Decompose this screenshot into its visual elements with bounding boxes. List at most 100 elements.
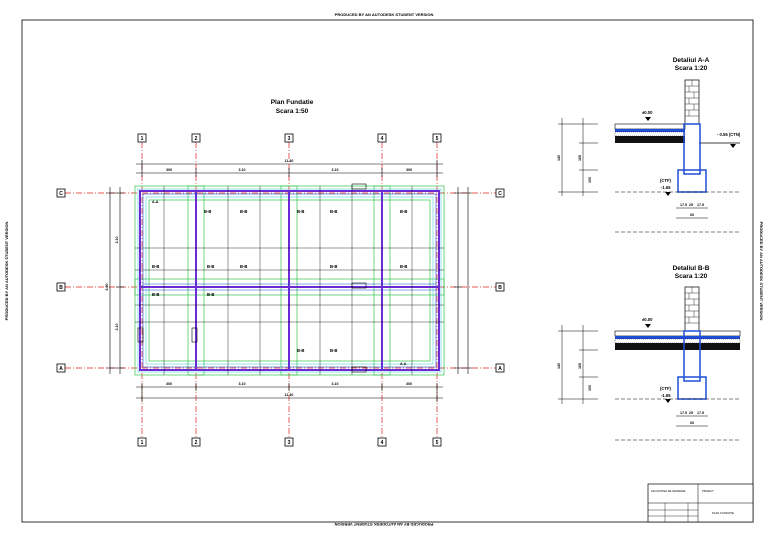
row-axis-markers-left: C B A: [56, 188, 66, 373]
axis-a-left: A: [59, 366, 63, 372]
detail-b-b-scale: Scara 1:20: [675, 273, 708, 280]
level-ctf: (CTF): [660, 178, 672, 183]
watermark-top: PRODUCED BY AN AUTODESK STUDENT VERSION: [335, 12, 434, 17]
axis-1-top: 1: [141, 136, 144, 142]
section-label: B-B: [330, 348, 337, 353]
row-axis-lines: [65, 192, 496, 369]
base-dim-a-total: 60: [690, 213, 694, 217]
level-ctf-value: -1.65: [661, 393, 671, 398]
watermark-right: PRODUCED BY AN AUTODESK STUDENT VERSION: [759, 222, 764, 321]
title-block-project: PROIECT: [702, 489, 714, 493]
sheet-border: [21, 19, 754, 523]
brick-wall: [684, 286, 700, 332]
foundation-wall: [683, 330, 701, 382]
title-block-university: FACULTATEA DE INGINERIE: [651, 489, 686, 493]
base-dim-a-1: 17.5: [680, 203, 687, 207]
dim-bottom-1: 300: [166, 382, 172, 386]
level-top: ±0.00: [642, 110, 653, 115]
dim-top-2: 3.10: [239, 168, 246, 172]
section-label: B-B: [400, 264, 407, 269]
dim-b-1: 140: [557, 363, 561, 369]
section-label: B-B: [207, 292, 214, 297]
level-ctn: - 0.55 (CTN): [717, 132, 741, 137]
wall-inner-lines: [142, 193, 437, 368]
section-label: B-B: [240, 264, 247, 269]
concrete-slab: [615, 343, 740, 350]
dim-b-2: 165: [578, 363, 582, 369]
dim-bottom-3: 3.10: [332, 382, 339, 386]
level-marker-icon: [665, 192, 671, 196]
dim-top-3: 3.10: [332, 168, 339, 172]
waterproofing-layer: [615, 129, 685, 132]
waterproofing-layer: [615, 336, 740, 339]
plan-title: Plan Fundatie: [271, 99, 314, 106]
axis-4-top: 4: [381, 136, 384, 142]
dim-total-bottom: 11.40: [285, 393, 294, 397]
dim-bottom-2: 3.10: [239, 382, 246, 386]
axis-2-bottom: 2: [195, 440, 198, 446]
section-label: B-B: [400, 209, 407, 214]
axis-3-top: 3: [288, 136, 291, 142]
dim-a-2: 165: [578, 155, 582, 161]
axis-4-bottom: 4: [381, 440, 384, 446]
detail-b-b-vertical-dims: [558, 325, 598, 404]
section-label: B-B: [204, 209, 211, 214]
detail-a-a-title: Detaliul A-A: [673, 57, 710, 64]
dim-left-2: 3.10: [115, 324, 119, 331]
base-dim-b-3: 17.5: [697, 411, 704, 415]
section-label: B-B: [152, 264, 159, 269]
opening-markers: [137, 183, 367, 373]
dim-top-1: 300: [166, 168, 172, 172]
level-marker-icon: [665, 399, 671, 403]
foundation-footing: [677, 169, 707, 193]
axis-1-bottom: 1: [141, 440, 144, 446]
section-label: B-B: [297, 348, 304, 353]
axis-5-top: 5: [436, 136, 439, 142]
axis-3-bottom: 3: [288, 440, 291, 446]
dim-total-left: 6.80: [105, 284, 109, 291]
detail-b-b: Detaliul B-B Scara 1:20 ±0.00 (CTF) -1.6…: [557, 265, 741, 441]
watermark-bottom: PRODUCED BY AN AUTODESK STUDENT VERSION: [335, 522, 434, 527]
brick-wall: [684, 79, 700, 125]
section-label: B-B: [330, 264, 337, 269]
column-axis-markers-bottom: 1 2 3 4 5: [137, 437, 442, 447]
level-marker-icon: [645, 324, 651, 328]
detail-b-b-title: Detaliul B-B: [673, 265, 710, 272]
detail-a-a: Detaliul A-A Scara 1:20 ±0.00 - 0.55 (CT…: [557, 57, 741, 233]
base-dim-a-3: 17.5: [697, 203, 704, 207]
level-marker-icon: [730, 144, 736, 148]
floor-screed: [614, 330, 741, 337]
base-dim-b-2: 25: [689, 411, 693, 415]
axis-b-left: B: [59, 285, 63, 291]
foundation-wall: [683, 123, 701, 175]
base-dim-b-1: 17.5: [680, 411, 687, 415]
dim-total-top: 11.40: [285, 159, 294, 163]
watermark-left: PRODUCED BY AN AUTODESK STUDENT VERSION: [4, 222, 9, 321]
axis-c-right: C: [498, 191, 502, 197]
gravel-layer: [614, 131, 686, 137]
concrete-slab: [615, 136, 685, 143]
section-label: B-B: [240, 209, 247, 214]
section-label: B-B: [207, 264, 214, 269]
floor-screed: [614, 123, 686, 130]
dim-top-4: 300: [406, 168, 412, 172]
plan-scale: Scara 1:50: [276, 108, 309, 115]
interior-grid-lines: [135, 186, 444, 375]
level-top: ±0.00: [642, 317, 653, 322]
level-marker-icon: [645, 117, 651, 121]
base-dim-a-2: 25: [689, 203, 693, 207]
title-block: FACULTATEA DE INGINERIE PROIECT PLAN FUN…: [647, 483, 754, 523]
wall-lines: [139, 190, 440, 371]
dimension-lines-side: [106, 187, 472, 374]
detail-a-a-scale: Scara 1:20: [675, 65, 708, 72]
column-axis-markers-top: 1 2 3 4 5: [137, 133, 442, 143]
title-block-drawing: PLAN FUNDATIE: [712, 511, 734, 515]
dim-left-1: 3.10: [115, 237, 119, 244]
axis-2-top: 2: [195, 136, 198, 142]
section-mark: A-A: [400, 362, 407, 366]
dim-a-3: 100: [588, 177, 592, 183]
axis-a-right: A: [498, 366, 502, 372]
foundation-footing: [677, 376, 707, 400]
level-ctf: (CTF): [660, 386, 672, 391]
